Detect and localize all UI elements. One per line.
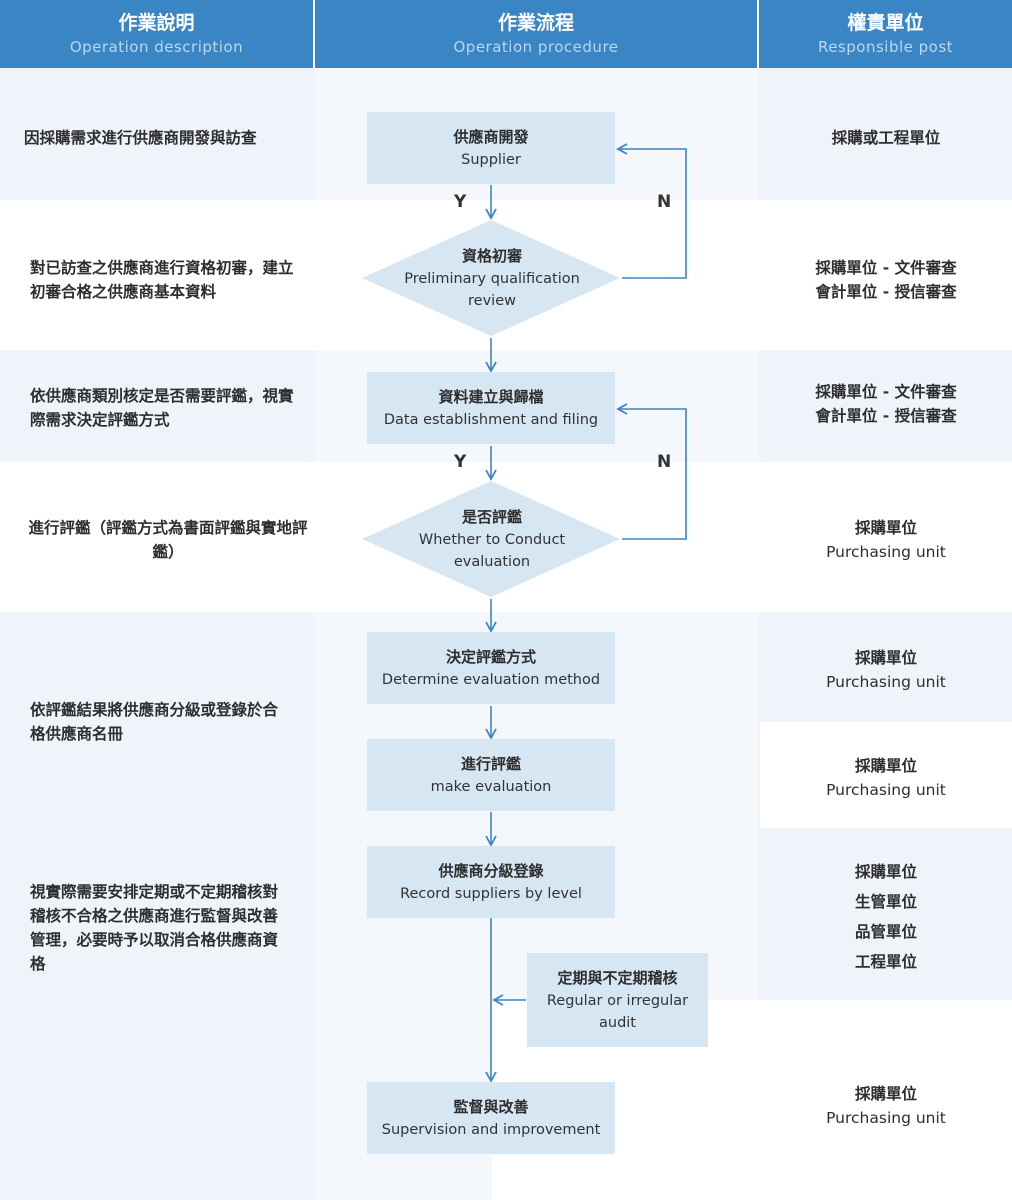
post-6: 採購單位 Purchasing unit xyxy=(760,754,1012,802)
post-3-line-2: 會計單位 - 授信審查 xyxy=(815,407,957,425)
post-5: 採購單位 Purchasing unit xyxy=(760,646,1012,694)
label-no-2: N xyxy=(657,452,672,472)
post-1-zh: 採購或工程單位 xyxy=(831,129,941,147)
step-4-zh: 是否評鑑 xyxy=(461,508,522,526)
row-band xyxy=(0,1000,492,1030)
post-1: 採購或工程單位 xyxy=(760,126,1012,150)
description-6: 視實際需要安排定期或不定期稽核對稽核不合格之供應商進行監督與改善管理，必要時予以… xyxy=(30,883,279,973)
decision-diamond-qualification xyxy=(362,220,620,336)
header-col3-en: Responsible post xyxy=(817,38,954,56)
step-preliminary-review: 資格初審 Preliminary qualification review xyxy=(392,244,592,312)
step-regular-audit: 定期與不定期稽核 Regular or irregular audit xyxy=(527,953,708,1047)
step-5-zh: 決定評鑑方式 xyxy=(445,648,536,666)
header-col3-zh: 權責單位 xyxy=(847,12,924,34)
post-8-en: Purchasing unit xyxy=(826,1109,946,1127)
step-2-en: Preliminary qualification review xyxy=(404,271,580,309)
step-4-en: Whether to Conduct evaluation xyxy=(418,532,566,570)
decision-diamond-evaluation xyxy=(362,481,620,597)
post-2-line-2: 會計單位 - 授信審查 xyxy=(815,283,957,301)
post-7-line-3: 品管單位 xyxy=(854,923,917,941)
step-whether-evaluate: 是否評鑑 Whether to Conduct evaluation xyxy=(407,505,577,573)
post-7-line-1: 採購單位 xyxy=(854,863,917,881)
post-4-zh: 採購單位 xyxy=(854,519,917,537)
step-9-zh: 監督與改善 xyxy=(453,1098,529,1116)
header-col2-en: Operation procedure xyxy=(453,38,619,56)
header-col1-zh: 作業說明 xyxy=(118,12,195,34)
post-2: 採購單位 - 文件審查 會計單位 - 授信審查 xyxy=(760,256,1012,304)
post-5-en: Purchasing unit xyxy=(826,673,946,691)
post-3-line-1: 採購單位 - 文件審查 xyxy=(815,383,957,401)
label-yes-2: Y xyxy=(454,452,467,472)
step-8-zh: 定期與不定期稽核 xyxy=(557,969,678,987)
description-4: 進行評鑑（評鑑方式為書面評鑑與實地評鑑） xyxy=(28,519,308,561)
header-responsible-post: 權責單位 Responsible post xyxy=(759,0,1012,68)
step-9-en: Supervision and improvement xyxy=(381,1122,601,1138)
step-2-zh: 資格初審 xyxy=(461,247,522,265)
post-6-zh: 採購單位 xyxy=(854,757,917,775)
step-7-zh: 供應商分級登錄 xyxy=(438,862,544,880)
step-record-suppliers: 供應商分級登錄 Record suppliers by level xyxy=(367,846,615,918)
loop-no-evaluation xyxy=(616,403,687,540)
header-operation-procedure: 作業流程 Operation procedure xyxy=(315,0,757,68)
step-supervision: 監督與改善 Supervision and improvement xyxy=(367,1082,615,1154)
header-col1-en: Operation description xyxy=(69,38,244,56)
post-2-line-1: 採購單位 - 文件審查 xyxy=(815,259,957,277)
post-6-en: Purchasing unit xyxy=(826,781,946,799)
post-4-en: Purchasing unit xyxy=(826,543,946,561)
description-5: 依評鑑結果將供應商分級或登錄於合格供應商名冊 xyxy=(30,701,279,743)
step-make-evaluation: 進行評鑑 make evaluation xyxy=(367,739,615,811)
post-4: 採購單位 Purchasing unit xyxy=(760,516,1012,564)
label-yes-1: Y xyxy=(454,192,467,212)
header-operation-description: 作業說明 Operation description xyxy=(0,0,313,68)
step-6-zh: 進行評鑑 xyxy=(460,755,521,773)
step-1-en: Supplier xyxy=(461,152,521,168)
step-5-en: Determine evaluation method xyxy=(381,672,601,688)
step-1-zh: 供應商開發 xyxy=(453,128,529,146)
post-7: 採購單位 生管單位 品管單位 工程單位 xyxy=(760,857,1012,977)
description-2: 對已訪查之供應商進行資格初審，建立初審合格之供應商基本資料 xyxy=(30,259,294,301)
post-5-zh: 採購單位 xyxy=(854,649,917,667)
post-7-line-4: 工程單位 xyxy=(854,953,917,971)
post-8-zh: 採購單位 xyxy=(854,1085,917,1103)
step-3-en: Data establishment and filing xyxy=(383,412,599,428)
step-supplier-development: 供應商開發 Supplier xyxy=(367,112,615,184)
step-8-en: Regular or irregular audit xyxy=(546,993,689,1031)
label-no-1: N xyxy=(657,192,672,212)
step-7-en: Record suppliers by level xyxy=(400,886,582,902)
step-3-zh: 資料建立與歸檔 xyxy=(438,388,544,406)
post-3: 採購單位 - 文件審查 會計單位 - 授信審查 xyxy=(760,380,1012,428)
step-data-establishment: 資料建立與歸檔 Data establishment and filing xyxy=(367,372,615,444)
description-1: 因採購需求進行供應商開發與訪查 xyxy=(24,129,257,147)
post-7-line-2: 生管單位 xyxy=(854,893,917,911)
loop-no-qualification xyxy=(616,143,687,279)
step-determine-method: 決定評鑑方式 Determine evaluation method xyxy=(367,632,615,704)
description-3: 依供應商類別核定是否需要評鑑，視實際需求決定評鑑方式 xyxy=(30,387,294,429)
step-6-en: make evaluation xyxy=(430,779,552,795)
header-col2-zh: 作業流程 xyxy=(497,12,574,34)
post-8: 採購單位 Purchasing unit xyxy=(760,1082,1012,1130)
